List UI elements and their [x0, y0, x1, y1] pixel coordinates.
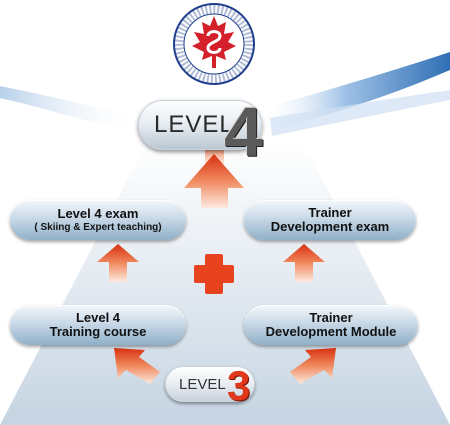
- arrow-diagonal-right: [290, 348, 336, 384]
- level-4-exam-title: Level 4 exam: [57, 206, 139, 222]
- trainer-exam-line1: Trainer: [308, 204, 352, 220]
- trainer-module-line1: Trainer: [309, 309, 353, 325]
- trainer-exam-line2: Development exam: [270, 219, 390, 234]
- swoosh-right-light: [270, 90, 450, 136]
- level-4-exam-subtitle: ( Skiing & Expert teaching): [34, 221, 162, 233]
- arrow-diagonal-left: [114, 348, 160, 384]
- level-4-exam-box: Level 4 exam ( Skiing & Expert teaching): [10, 200, 186, 240]
- level-4-badge: LEVEL 4: [138, 93, 263, 171]
- training-course-line2: Training course: [49, 324, 147, 339]
- level-3-word: LEVEL: [179, 376, 226, 393]
- level-4-training-course-box: Level 4 Training course: [10, 305, 186, 345]
- trainer-development-exam-box: Trainer Development exam: [244, 200, 416, 240]
- level-3-badge: LEVEL 3: [165, 362, 255, 409]
- trainer-development-module-box: Trainer Development Module: [244, 305, 418, 345]
- training-course-line1: Level 4: [75, 309, 121, 325]
- level-3-number: 3: [227, 362, 251, 409]
- arrow-up-left: [97, 244, 139, 282]
- level-4-number: 4: [224, 93, 263, 171]
- plus-sign: [194, 254, 234, 294]
- trainer-module-line2: Development Module: [265, 324, 397, 339]
- alliance-seal-logo: [173, 3, 255, 85]
- swoosh-left: [0, 86, 140, 134]
- level-4-word: LEVEL: [154, 111, 234, 138]
- arrow-up-right: [283, 244, 325, 282]
